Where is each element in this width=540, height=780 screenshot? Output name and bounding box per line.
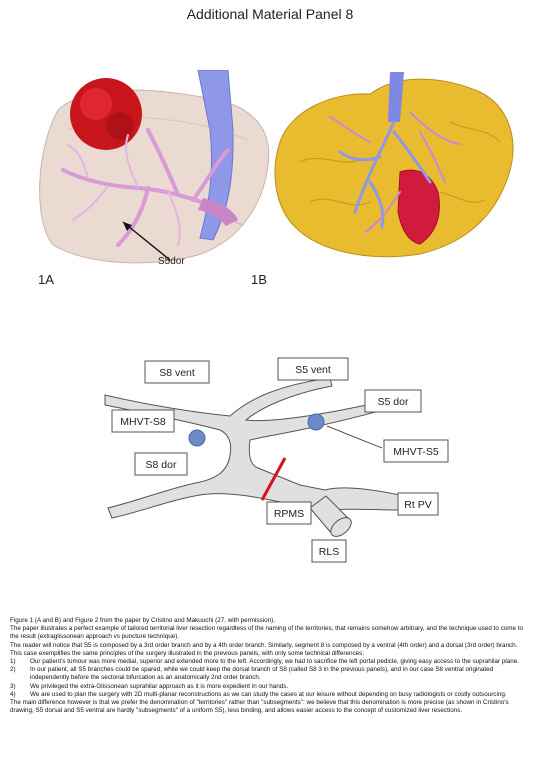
rls-vessel <box>309 495 352 537</box>
label-s8-vent: S8 vent <box>144 360 210 384</box>
label-s5-vent: S5 vent <box>277 357 349 381</box>
figure-caption: Figure 1 (A and B) and Figure 2 from the… <box>10 617 532 715</box>
list-text: We are used to plan the surgery with 2D … <box>30 690 507 698</box>
svg-text:RLS: RLS <box>319 546 339 558</box>
svg-text:S8 vent: S8 vent <box>159 367 195 379</box>
figure-1a-annotation: S5dor <box>158 256 185 267</box>
mhvt-s5-dot <box>307 413 325 431</box>
list-number: 3) <box>10 682 16 690</box>
svg-text:MHVT-S8: MHVT-S8 <box>120 416 166 428</box>
list-number: 1) <box>10 658 16 666</box>
caption-paragraph: Figure 1 (A and B) and Figure 2 from the… <box>10 617 275 624</box>
svg-text:Rt PV: Rt PV <box>404 499 431 511</box>
label-rls: RLS <box>311 539 347 563</box>
caption-list-item: 2) In our patient, all S5 branches could… <box>10 666 532 682</box>
portal-branch-diagram: S8 vent S5 vent S5 dor MHVT-S8 MHVT-S5 S… <box>104 357 449 563</box>
caption-paragraph: The paper illustrates a perfect example … <box>10 625 523 641</box>
svg-text:S5 dor: S5 dor <box>378 396 409 408</box>
list-number: 4) <box>10 690 16 698</box>
svg-text:S8 dor: S8 dor <box>146 459 177 471</box>
figure-1b-label: 1B <box>251 272 267 287</box>
caption-paragraph: The reader will notice that S5 is compos… <box>10 641 518 649</box>
figure-1a-label: 1A <box>38 272 54 287</box>
list-number: 2) <box>10 666 16 674</box>
label-mhvt-s8: MHVT-S8 <box>111 409 175 433</box>
svg-text:RPMS: RPMS <box>274 508 304 520</box>
label-s8-dor: S8 dor <box>134 452 188 476</box>
caption-list-item: 1) Our patient's tumour was more medial,… <box>10 658 532 666</box>
list-text: We privileged the extra-Glissonean supra… <box>30 682 289 690</box>
caption-list-item: 3) We privileged the extra-Glissonean su… <box>10 683 532 691</box>
mhvt-s8-dot <box>188 429 206 447</box>
svg-text:S5 vent: S5 vent <box>295 364 331 376</box>
list-text: In our patient, all S5 branches could be… <box>30 666 494 682</box>
label-rt-pv: Rt PV <box>397 492 439 516</box>
figure-1a-image <box>39 70 270 264</box>
caption-closing: The main difference however is that we p… <box>10 699 509 715</box>
list-text: Our patient's tumour was more medial, su… <box>30 658 520 666</box>
svg-text:MHVT-S5: MHVT-S5 <box>393 446 439 458</box>
label-s5-dor: S5 dor <box>364 389 422 413</box>
caption-list-item: 4) We are used to plan the surgery with … <box>10 691 532 699</box>
page-title: Additional Material Panel 8 <box>186 6 354 22</box>
label-mhvt-s5: MHVT-S5 <box>383 439 449 463</box>
vessel-tree <box>104 377 401 519</box>
caption-paragraph: This case exemplifies the same principle… <box>10 649 365 657</box>
label-rpms: RPMS <box>266 501 312 525</box>
figure-1b-image <box>274 72 514 258</box>
rpms-cut-line <box>260 457 287 501</box>
